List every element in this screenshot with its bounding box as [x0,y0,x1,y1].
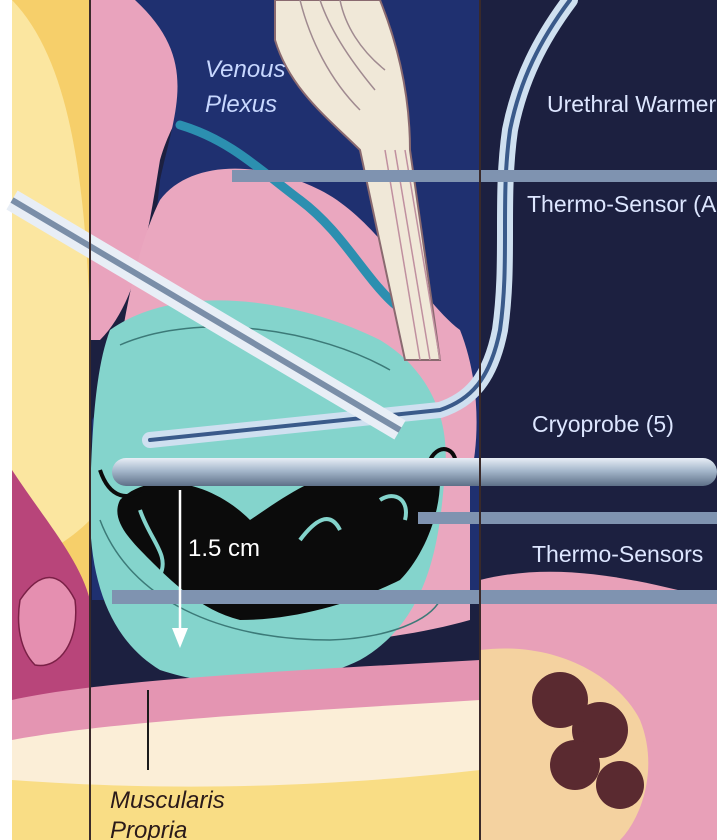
label-muscularis: Muscularis [110,787,225,814]
thermo-sensor-probe-lower [112,590,717,604]
label-urethral-warmer: Urethral Warmer [547,91,716,117]
label-thermo-sensors: Thermo-Sensors [532,541,703,567]
label-venous: Venous [205,56,286,83]
label-propria: Propria [110,817,187,840]
label-cryoprobe: Cryoprobe (5) [532,411,674,437]
label-measurement: 1.5 cm [188,535,260,562]
vessel-circle-4 [596,761,644,809]
vessel-circle-3 [550,740,600,790]
thermo-sensor-probe-upper [418,512,717,524]
left-margin [0,0,12,840]
cryoprobe-shaft [112,458,717,486]
label-thermo-sensor-a: Thermo-Sensor (A [527,191,717,217]
thermo-sensor-a-probe [232,170,717,182]
label-plexus: Plexus [205,91,277,118]
